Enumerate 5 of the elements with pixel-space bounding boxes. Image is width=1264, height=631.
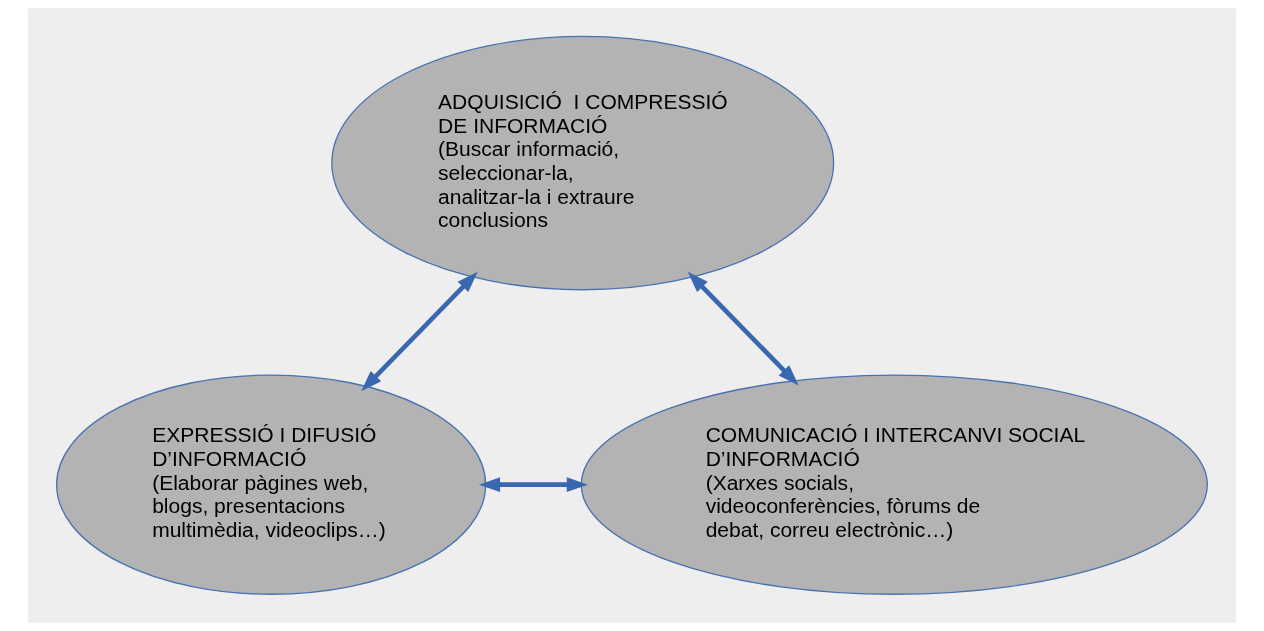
- arrow: [361, 271, 478, 392]
- arrow: [687, 271, 799, 386]
- arrow: [479, 477, 588, 493]
- node-ellipse: COMUNICACIÓ I INTERCANVI SOCIAL D’INFORMACIÓ (Xarxes socials, videoconferències, fòrums de debat, correu electrònic…): [580, 374, 1208, 595]
- node-ellipse: EXPRESSIÓ I DIFUSIÓ D’INFORMACIÓ (Elaborar pàgines web, blogs, presentacions multimèdia, videoclips…): [55, 374, 487, 595]
